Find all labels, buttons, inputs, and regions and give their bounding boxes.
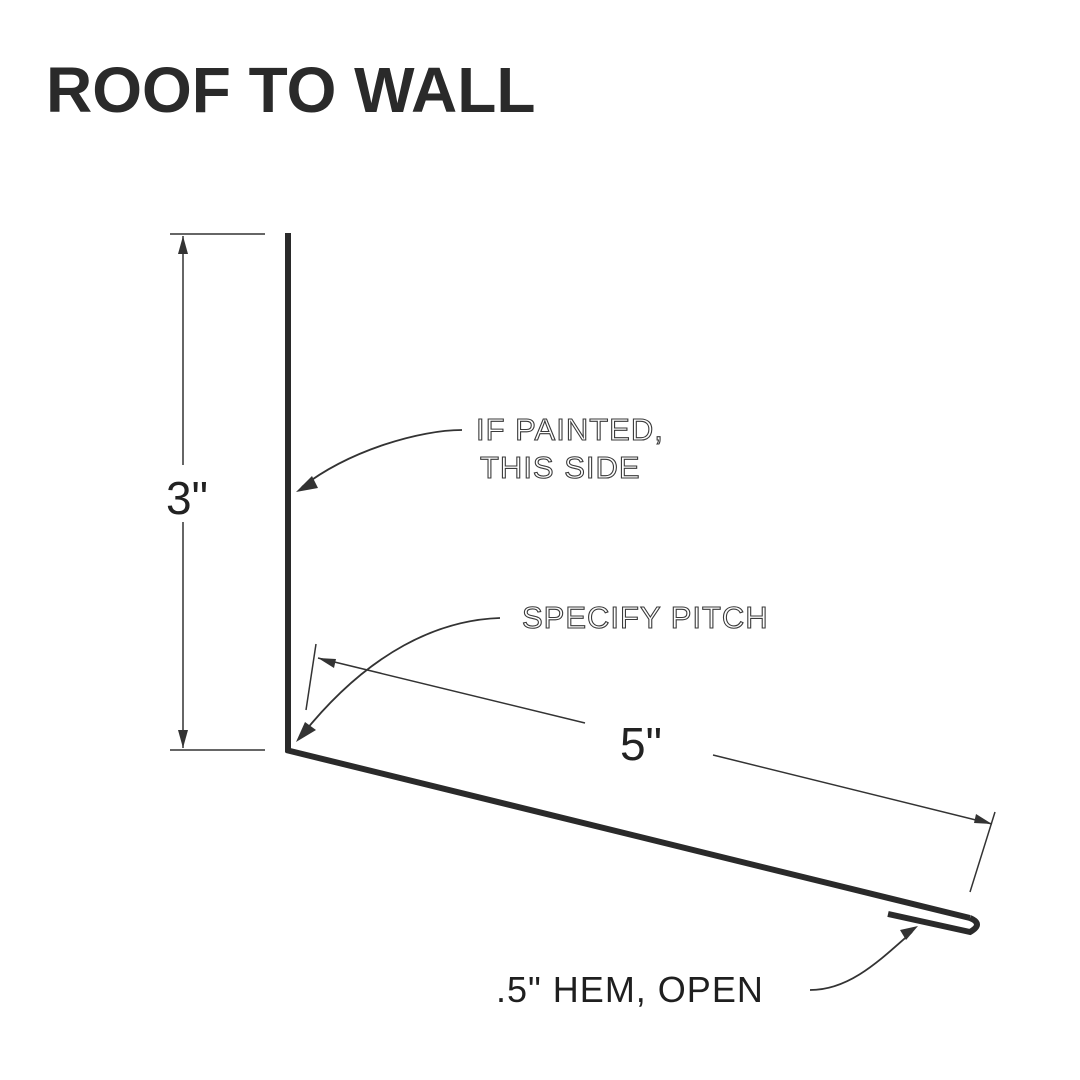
vertical-dimension: 3" — [166, 233, 265, 751]
painted-note-line1: IF PAINTED, — [476, 412, 664, 447]
dim-arrow-right — [974, 814, 992, 824]
painted-leader — [301, 429, 463, 488]
dim-extension-right — [969, 811, 996, 893]
painted-arrow — [296, 476, 318, 492]
dim-arrow-bottom — [178, 730, 188, 748]
pitch-note-text: SPECIFY PITCH — [522, 600, 769, 635]
dim-extension-left — [305, 643, 317, 711]
hem-note: .5" HEM, OPEN — [496, 926, 918, 1010]
pitch-arrow — [296, 722, 316, 742]
painted-note-line2: THIS SIDE — [480, 450, 641, 485]
hem-note-text: .5" HEM, OPEN — [496, 969, 764, 1010]
hem-leader — [809, 931, 913, 991]
roof-leg — [285, 747, 971, 921]
roof-dimension: 5" — [305, 643, 996, 893]
dim-label-vertical: 3" — [166, 472, 208, 524]
diagram-title: ROOF TO WALL — [46, 54, 535, 126]
dim-arrow-left — [318, 658, 336, 668]
pitch-leader — [301, 617, 501, 736]
dim-line-left — [317, 657, 586, 724]
dim-arrow-top — [178, 236, 188, 254]
dim-label-roof: 5" — [620, 718, 662, 770]
pitch-note: SPECIFY PITCH — [296, 599, 769, 742]
hem-fold — [887, 911, 980, 936]
hem-arrow — [900, 926, 918, 940]
painted-side-note: IF PAINTED, THIS SIDE — [296, 411, 664, 492]
dim-line-right — [712, 754, 993, 825]
